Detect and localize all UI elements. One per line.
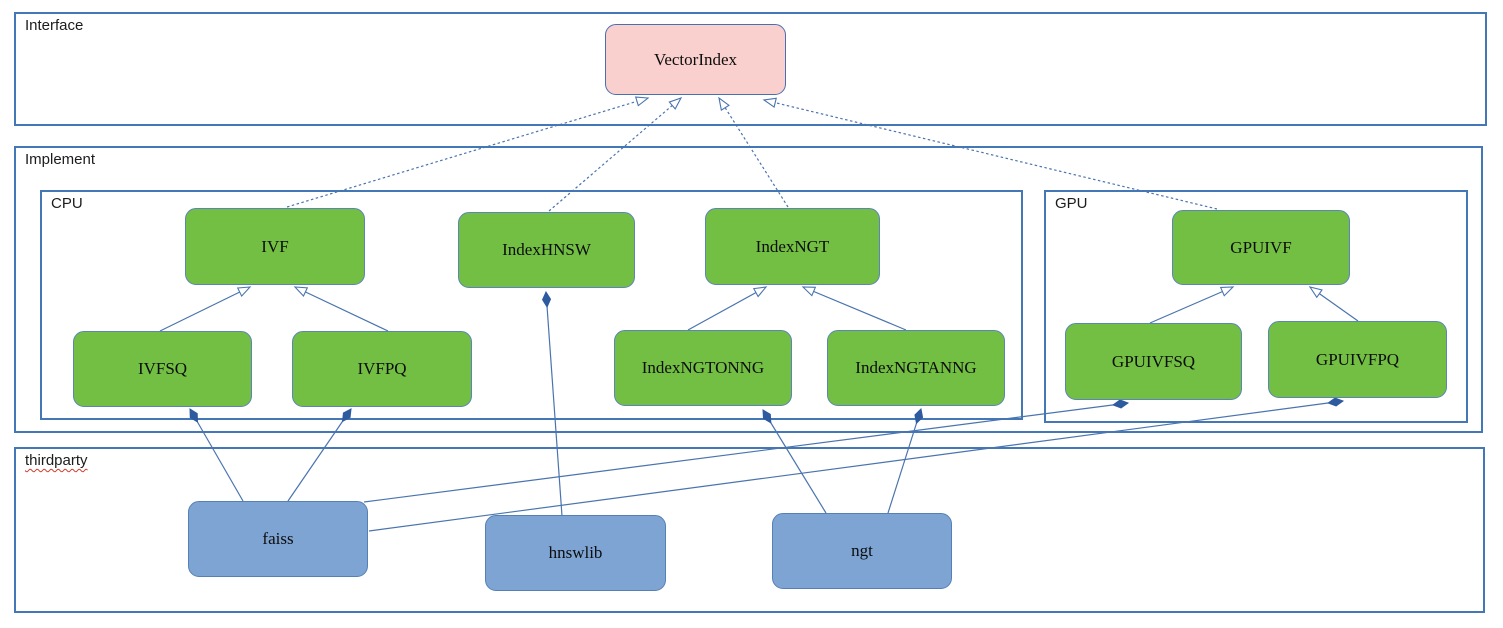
- node-GPUIVFSQ: GPUIVFSQ: [1065, 323, 1242, 400]
- container-label-interface: Interface: [25, 17, 84, 34]
- node-ngt: ngt: [772, 513, 952, 589]
- node-IVF: IVF: [185, 208, 365, 285]
- node-faiss: faiss: [188, 501, 368, 577]
- node-GPUIVF: GPUIVF: [1172, 210, 1350, 285]
- node-label-GPUIVFPQ: GPUIVFPQ: [1315, 349, 1400, 369]
- node-VectorIndex: VectorIndex: [605, 24, 786, 95]
- node-label-VectorIndex: VectorIndex: [653, 49, 738, 69]
- node-label-IVFSQ: IVFSQ: [137, 359, 188, 378]
- node-IndexNGTONNG: IndexNGTONNG: [614, 330, 792, 406]
- node-label-GPUIVFSQ: GPUIVFSQ: [1111, 351, 1196, 371]
- node-label-faiss: faiss: [262, 529, 294, 548]
- container-label-gpu: GPU: [1055, 195, 1088, 212]
- node-GPUIVFPQ: GPUIVFPQ: [1268, 321, 1447, 398]
- node-label-IndexHNSW: IndexHNSW: [502, 240, 591, 259]
- container-label-thirdparty: thirdparty: [25, 452, 88, 469]
- node-IndexNGT: IndexNGT: [705, 208, 880, 285]
- container-label-cpu: CPU: [51, 195, 83, 212]
- node-label-ngt: ngt: [851, 541, 873, 560]
- node-IVFSQ: IVFSQ: [73, 331, 252, 407]
- container-label-implement: Implement: [25, 151, 96, 168]
- node-label-hnswlib: hnswlib: [548, 543, 603, 562]
- node-label-IVFPQ: IVFPQ: [357, 359, 407, 378]
- node-IndexHNSW: IndexHNSW: [458, 212, 635, 288]
- node-IndexNGTANNG: IndexNGTANNG: [827, 330, 1005, 406]
- node-label-IndexNGTANNG: IndexNGTANNG: [855, 358, 977, 377]
- node-hnswlib: hnswlib: [485, 515, 666, 591]
- node-IVFPQ: IVFPQ: [292, 331, 472, 407]
- node-label-GPUIVF: GPUIVF: [1230, 237, 1292, 257]
- node-label-IndexNGT: IndexNGT: [755, 236, 830, 256]
- node-label-IndexNGTONNG: IndexNGTONNG: [641, 358, 765, 377]
- node-label-IVF: IVF: [261, 236, 289, 256]
